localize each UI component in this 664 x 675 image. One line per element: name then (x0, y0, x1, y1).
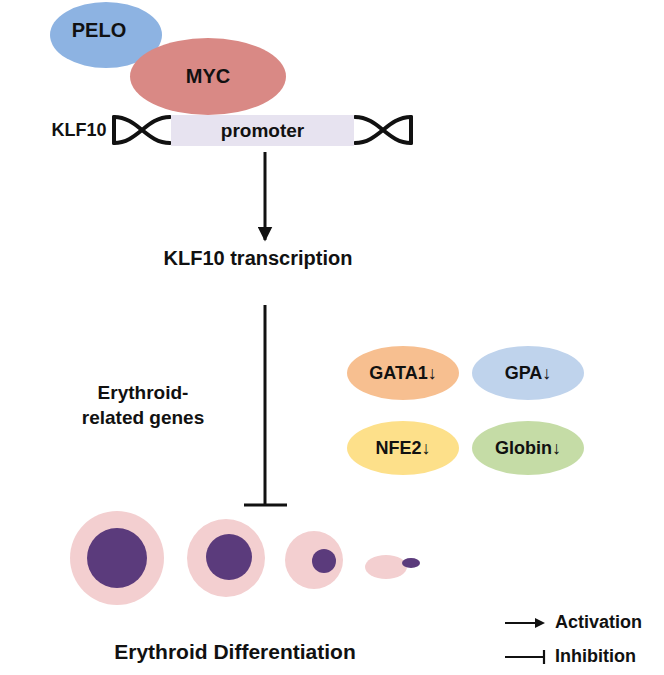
node-text: MYC (186, 65, 230, 88)
promoter-box: promoter (171, 115, 354, 146)
inhibition-bar (244, 504, 287, 507)
erythroid-cells (70, 511, 420, 605)
legend-item: Activation (503, 612, 642, 633)
node-text: PELO (72, 19, 126, 42)
gene-oval: NFE2↓ (347, 421, 459, 475)
legend-item: Inhibition (503, 646, 636, 667)
gene-oval: GPA↓ (472, 346, 584, 400)
inhibition-line (264, 305, 267, 505)
gene-oval: GATA1↓ (347, 346, 459, 400)
dna-helix (114, 117, 411, 143)
legend-text: Activation (555, 612, 642, 633)
node-text: NFE2↓ (375, 438, 430, 459)
group-label: Erythroid- related genes (73, 381, 213, 430)
process-label: KLF10 transcription (128, 245, 388, 271)
stage-title: Erythroid Differentiation (75, 638, 395, 665)
legend-sample (503, 647, 547, 667)
legend-text: Inhibition (555, 646, 636, 667)
node-text: Globin↓ (495, 438, 561, 459)
activation-arrow (264, 152, 267, 240)
gene-name: KLF10 (39, 119, 119, 142)
protein-ellipse: MYC (130, 38, 286, 115)
legend-sample (503, 613, 547, 633)
node-text: GATA1↓ (369, 363, 436, 384)
node-text: promoter (221, 120, 304, 142)
node-text: GPA↓ (505, 363, 552, 384)
gene-oval: Globin↓ (472, 421, 584, 475)
